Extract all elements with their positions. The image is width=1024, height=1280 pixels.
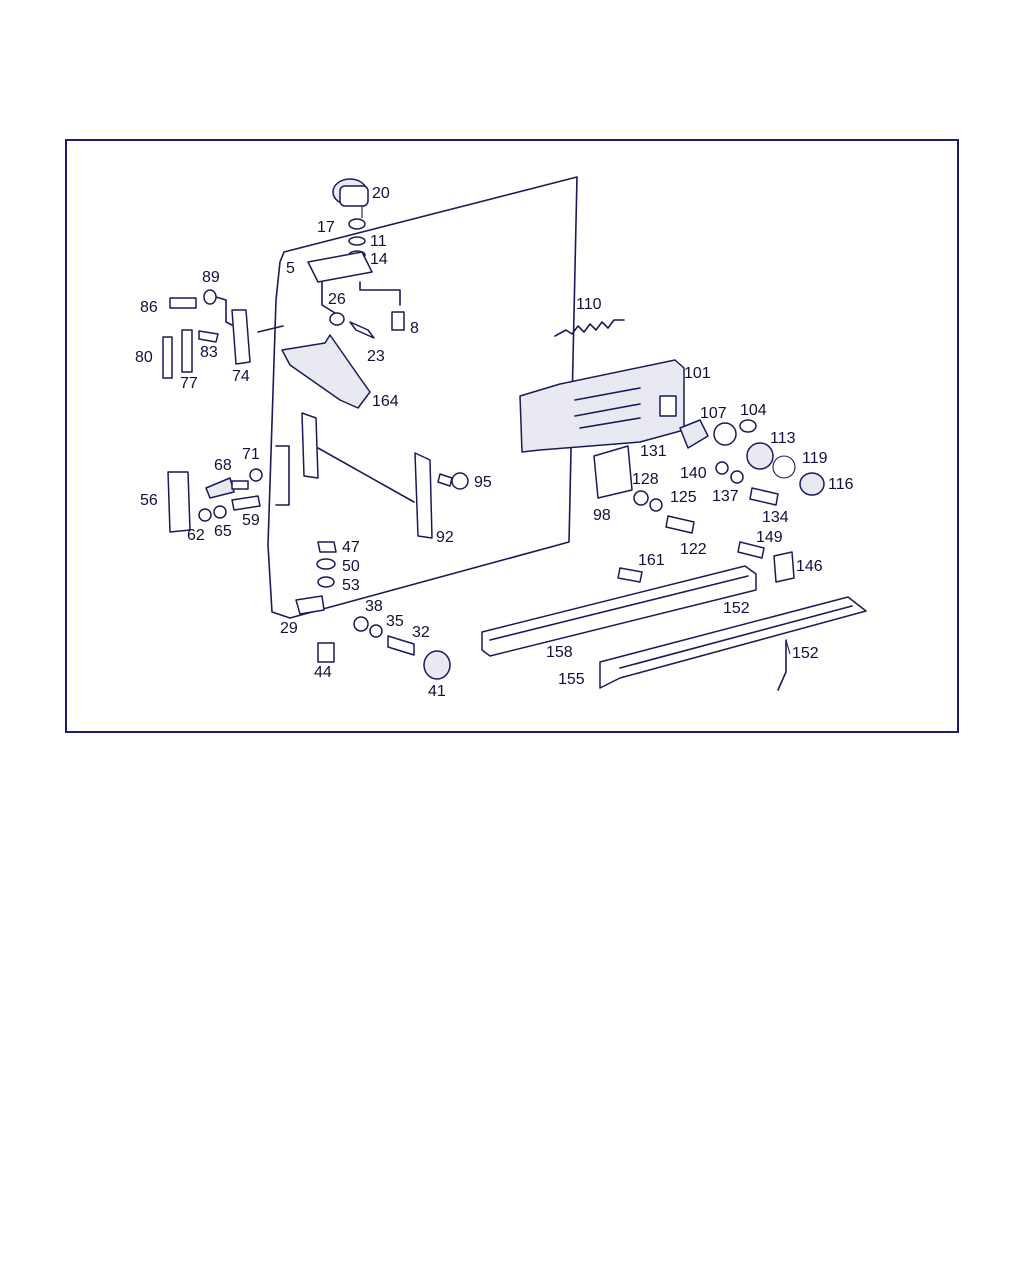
label-128: 128: [632, 471, 659, 488]
label-161: 161: [638, 552, 665, 569]
label-26: 26: [328, 291, 346, 308]
label-125: 125: [670, 489, 697, 506]
label-116: 116: [828, 476, 854, 493]
label-119: 119: [802, 450, 828, 467]
inner-handle: [281, 334, 371, 409]
label-83: 83: [200, 344, 218, 361]
label-134: 134: [762, 509, 789, 526]
label-32: 32: [412, 624, 430, 641]
leader-lines: [361, 206, 791, 655]
label-155: 155: [558, 671, 585, 688]
label-113: 113: [770, 430, 796, 447]
label-71: 71: [242, 446, 260, 463]
label-8: 8: [410, 320, 419, 337]
label-110: 110: [576, 296, 602, 313]
label-149: 149: [756, 529, 783, 546]
label-158: 158: [546, 644, 573, 661]
lower-fasteners: [295, 541, 451, 680]
label-137: 137: [712, 488, 739, 505]
label-89: 89: [202, 269, 220, 286]
cable-rod: [301, 412, 469, 539]
label-41: 41: [428, 683, 446, 700]
label-80: 80: [135, 349, 153, 366]
label-104: 104: [740, 402, 767, 419]
label-101: 101: [684, 365, 711, 382]
label-164: 164: [372, 393, 399, 410]
door-panel-outline: [267, 176, 578, 619]
lock-mechanism: [519, 359, 685, 453]
label-95: 95: [474, 474, 492, 491]
label-20: 20: [372, 185, 390, 202]
label-74: 74: [232, 368, 250, 385]
label-62: 62: [187, 527, 205, 544]
right-side-small-parts: [593, 419, 825, 583]
left-lower-striker: [167, 445, 290, 533]
tension-spring: [554, 319, 625, 337]
left-lock-bracket: [162, 289, 284, 379]
label-86: 86: [140, 299, 158, 316]
label-107: 107: [700, 405, 727, 422]
label-47: 47: [342, 539, 360, 556]
label-17: 17: [317, 219, 335, 236]
label-44: 44: [314, 664, 332, 681]
label-5: 5: [286, 260, 295, 277]
label-59: 59: [242, 512, 260, 529]
label-92: 92: [436, 529, 454, 546]
hinge-bolt-assembly: [307, 178, 405, 339]
label-38: 38: [365, 598, 383, 615]
label-23: 23: [367, 348, 385, 365]
label-65: 65: [214, 523, 232, 540]
label-68: 68: [214, 457, 232, 474]
label-98: 98: [593, 507, 611, 524]
label-29: 29: [280, 620, 298, 637]
label-152-a: 152: [723, 600, 750, 617]
label-146: 146: [796, 558, 823, 575]
label-11: 11: [370, 233, 387, 250]
label-140: 140: [680, 465, 707, 482]
label-53: 53: [342, 577, 360, 594]
label-35: 35: [386, 613, 404, 630]
label-56: 56: [140, 492, 158, 509]
label-131: 131: [640, 443, 667, 460]
label-14: 14: [370, 251, 388, 268]
part-labels: 20 17 11 5 14 89 86 26 8 80 83 23 77 74 …: [135, 185, 854, 700]
sliding-rails: [481, 565, 867, 691]
diagram-frame: [65, 139, 959, 733]
label-152-b: 152: [792, 645, 819, 662]
label-77: 77: [180, 375, 198, 392]
label-122: 122: [680, 541, 707, 558]
label-50: 50: [342, 558, 360, 575]
